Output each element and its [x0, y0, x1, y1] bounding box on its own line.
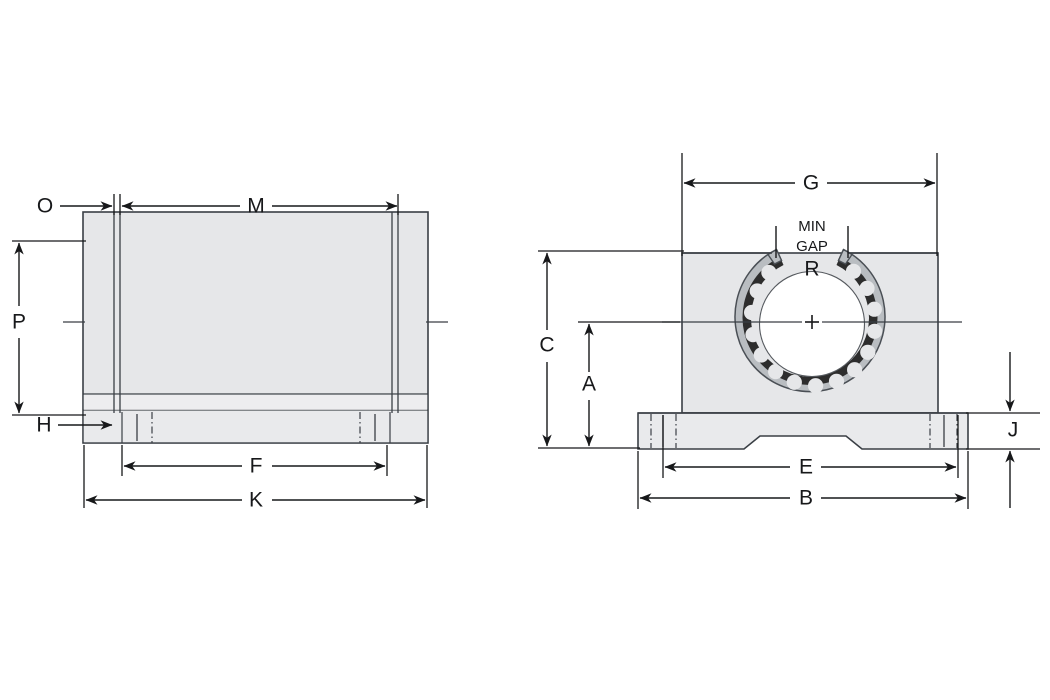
- side-view-group: O M P H F K: [12, 194, 448, 512]
- dim-label-F: F: [250, 455, 263, 478]
- dim-label-G: G: [803, 172, 819, 195]
- dim-label-E: E: [799, 456, 813, 479]
- dim-label-K: K: [249, 489, 263, 512]
- dim-label-M: M: [247, 195, 265, 218]
- annotation-gap: GAP: [796, 238, 828, 255]
- dim-label-H: H: [36, 414, 51, 437]
- side-view-band-fill: [83, 394, 428, 410]
- bearing-ball-pockets: [744, 263, 883, 394]
- annotation-min: MIN: [798, 218, 826, 235]
- dim-label-A: A: [582, 373, 596, 396]
- dim-label-C: C: [539, 334, 554, 357]
- dim-label-P: P: [12, 311, 26, 334]
- dim-label-O: O: [37, 195, 53, 218]
- end-view-group: MIN GAP R G C A E B: [538, 153, 1040, 510]
- dim-label-B: B: [799, 487, 813, 510]
- dim-label-J: J: [1008, 419, 1019, 442]
- end-view-base-plate: [637, 412, 969, 450]
- annotation-gap-radius-R: R: [804, 258, 819, 281]
- side-view-base-fill: [83, 410, 428, 443]
